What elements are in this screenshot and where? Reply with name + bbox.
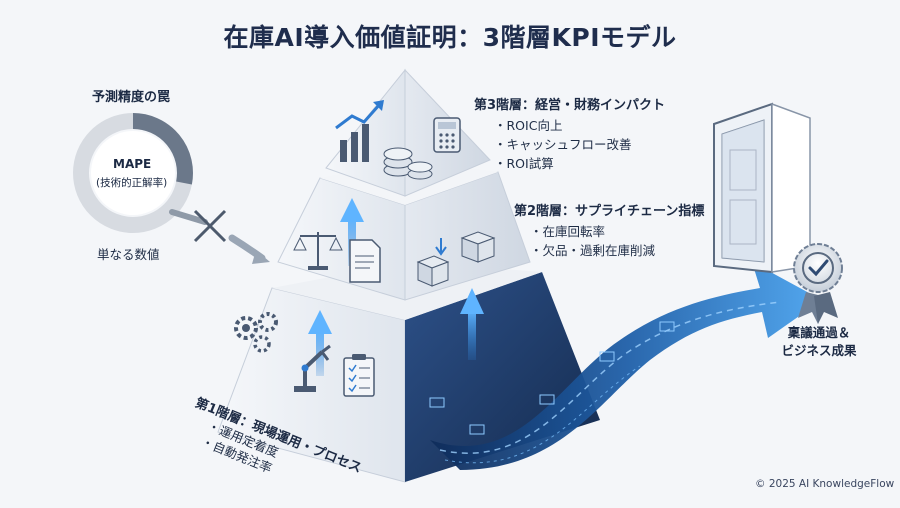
door-icon [713, 102, 811, 274]
tier-2-heading: 第2階層：サプライチェーン指標 [514, 204, 705, 219]
page-title: 在庫AI導入価値証明：3階層KPIモデル [223, 23, 677, 52]
dismiss-arrow [228, 234, 270, 264]
tier-3-item: ・ROI試算 [494, 156, 554, 171]
boxes-icon [416, 231, 496, 287]
chart-up-icon [335, 100, 384, 162]
magnifier-icon [169, 209, 208, 225]
document-icon [349, 239, 381, 283]
mape-gauge [73, 113, 193, 233]
gears-icon [234, 312, 278, 353]
tier-3-item: ・キャッシュフロー改善 [494, 137, 632, 152]
outcome-label: 稟議通過＆ ビジネス成果 [778, 324, 860, 360]
tier-3-heading: 第3階層：経営・財務インパクト [474, 98, 666, 113]
tier-3-item: ・ROIC向上 [494, 118, 563, 133]
prediction-caption: 単なる数値 [97, 247, 160, 262]
outcome-line-1: 稟議通過＆ [787, 325, 851, 340]
tier-2-item: ・在庫回転率 [530, 224, 606, 239]
robot-arm-icon [294, 344, 331, 392]
mape-label: MAPE [113, 157, 152, 171]
coins-icon [383, 147, 433, 180]
x-mark-icon [193, 209, 227, 243]
outcome-line-2: ビジネス成果 [781, 343, 857, 358]
checklist-icon [343, 354, 375, 397]
growth-flow-arrow [429, 262, 822, 470]
copyright-footer: © 2025 AI KnowledgeFlow [755, 478, 895, 490]
badge-check-icon [793, 243, 843, 324]
mape-sub-label: (技術的正解率) [96, 177, 168, 189]
tier-2-item: ・欠品・過剰在庫削減 [530, 243, 656, 258]
calculator-icon [433, 117, 461, 153]
prediction-heading: 予測精度の罠 [92, 90, 171, 105]
scales-icon [293, 232, 343, 270]
